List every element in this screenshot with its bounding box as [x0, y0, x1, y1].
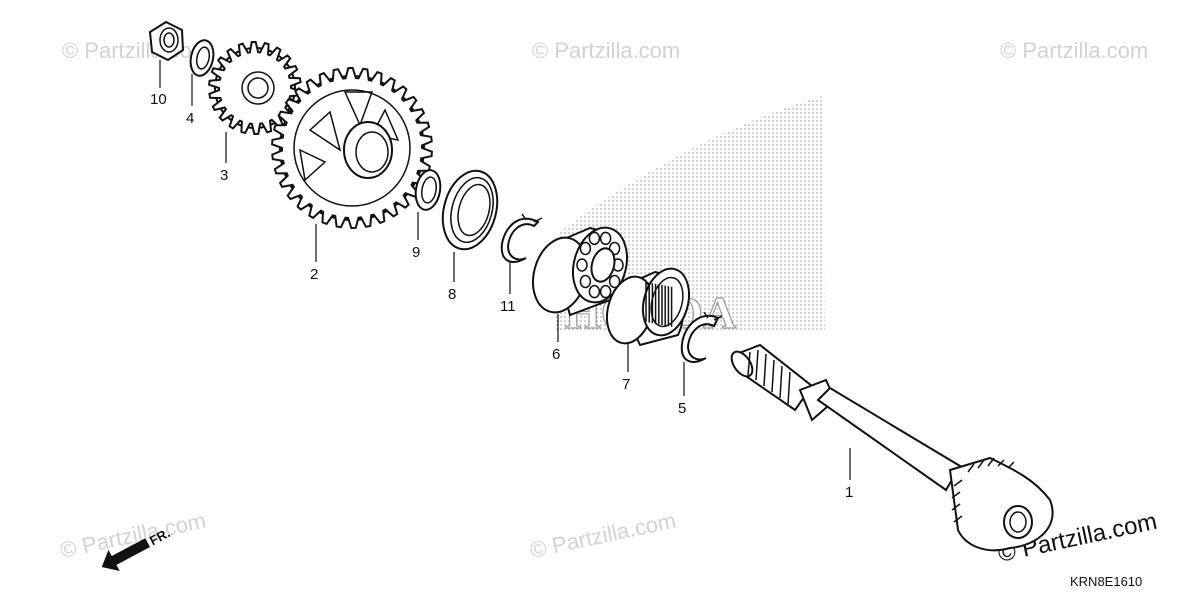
bearing-ball — [588, 284, 601, 299]
part-9-washer — [414, 169, 442, 211]
callout-6: 6 — [552, 346, 560, 363]
callout-7: 7 — [622, 376, 630, 393]
bearing-ball — [599, 284, 612, 299]
part-3-small-gear — [208, 40, 302, 136]
bearing-ball — [579, 241, 592, 256]
gear-teeth — [208, 40, 302, 136]
part-6-ball-bearing — [532, 226, 628, 317]
watermark-top-left: © Partzilla.com — [62, 38, 210, 63]
callout-5: 5 — [678, 400, 686, 417]
part-10-nut — [148, 20, 185, 62]
callout-8: 8 — [448, 286, 456, 303]
part-4-washer — [189, 39, 215, 77]
part-7-needle-bearing — [605, 267, 691, 347]
part-2-large-gear — [271, 66, 433, 230]
part-1-kickstarter-shaft — [730, 343, 1054, 552]
bearing-ball — [608, 274, 621, 289]
bearing-ball — [576, 258, 588, 272]
watermark-bottom-center: © Partzilla.com — [528, 508, 678, 563]
bearing-ball — [599, 231, 612, 246]
bearing-ball — [579, 274, 592, 289]
callout-9: 9 — [412, 244, 420, 261]
leader-lines — [159, 60, 851, 480]
callout-10: 10 — [150, 91, 167, 108]
part-11-circlip — [500, 213, 543, 263]
part-8-oil-seal — [441, 169, 499, 251]
diagram-code: KRN8E1610 — [1070, 574, 1142, 589]
callout-3: 3 — [220, 167, 228, 184]
part-5-circlip — [680, 311, 723, 363]
callout-numbers: 10 4 3 2 9 8 11 6 7 5 1 — [150, 91, 853, 501]
bearing-ball — [588, 231, 601, 246]
callout-2: 2 — [310, 266, 318, 283]
watermark-top-right: © Partzilla.com — [1000, 38, 1148, 63]
callout-11: 11 — [500, 298, 516, 315]
callout-1: 1 — [845, 484, 853, 501]
watermark-top-center: © Partzilla.com — [532, 38, 680, 63]
callout-4: 4 — [186, 110, 194, 127]
